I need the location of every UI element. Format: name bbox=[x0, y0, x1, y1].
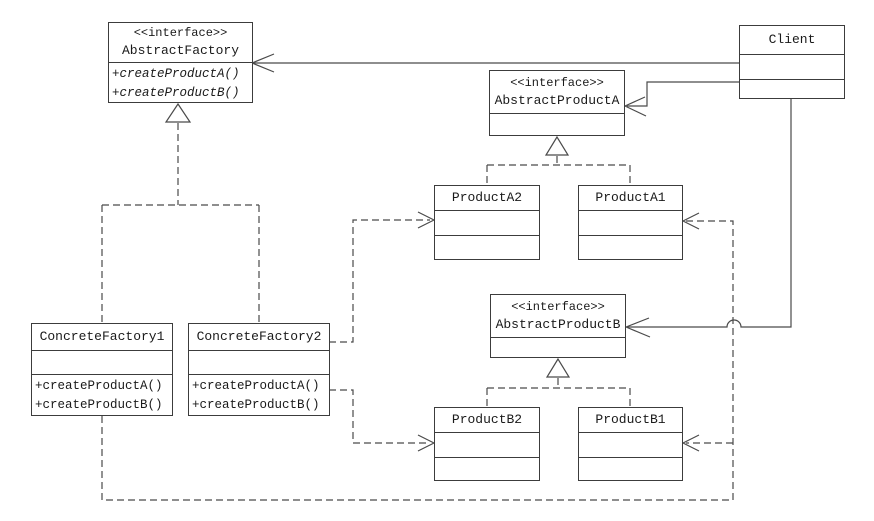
class-box-abstract-factory: <<interface>> AbstractFactory +createPro… bbox=[108, 22, 253, 103]
open-arrowhead-icon bbox=[682, 212, 700, 230]
compartment-methods: +createProductA() +createProductB() bbox=[32, 374, 172, 415]
class-box-product-a2: ProductA2 bbox=[434, 185, 540, 260]
compartment-title: ProductA2 bbox=[435, 186, 539, 210]
stereotype-label: <<interface>> bbox=[133, 25, 228, 40]
open-arrowhead-icon bbox=[625, 317, 651, 338]
class-name: ConcreteFactory2 bbox=[196, 329, 322, 344]
class-name: ConcreteFactory1 bbox=[39, 329, 165, 344]
compartment-methods: +createProductA() +createProductB() bbox=[109, 61, 252, 102]
class-name: ProductB1 bbox=[595, 412, 666, 427]
method-label: +createProductB() bbox=[192, 398, 320, 412]
class-box-concrete-factory1: ConcreteFactory1 +createProductA() +crea… bbox=[31, 323, 173, 416]
compartment-methods bbox=[740, 79, 844, 98]
association-client-abstract-product-b bbox=[625, 99, 792, 338]
class-name: ProductA2 bbox=[451, 190, 523, 205]
compartment-attributes bbox=[579, 432, 682, 457]
class-name: Client bbox=[768, 32, 816, 47]
class-box-abstract-product-b: <<interface>> AbstractProductB bbox=[490, 294, 626, 358]
association-client-abstract-product-a bbox=[624, 81, 739, 117]
compartment-body bbox=[491, 337, 625, 357]
class-name: AbstractFactory bbox=[121, 42, 240, 58]
compartment-title: ConcreteFactory2 bbox=[189, 324, 329, 350]
class-name: AbstractProductA bbox=[494, 92, 620, 108]
open-arrowhead-icon bbox=[417, 211, 435, 229]
method-label: +createProductA() bbox=[112, 66, 240, 81]
compartment-methods bbox=[435, 457, 539, 480]
association-client-abstract-factory bbox=[251, 53, 739, 73]
dependency-concrete-factory1-products bbox=[101, 212, 734, 501]
realization-products-abstract-product-a bbox=[486, 135, 631, 184]
realization-factories-abstract-factory bbox=[101, 102, 260, 322]
class-box-product-a1: ProductA1 bbox=[578, 185, 683, 260]
compartment-body bbox=[490, 113, 624, 135]
compartment-attributes bbox=[579, 210, 682, 235]
compartment-title: Client bbox=[740, 26, 844, 54]
class-name: ProductA1 bbox=[595, 190, 666, 205]
compartment-methods bbox=[579, 457, 682, 480]
dependency-concrete-factory2-product-b2 bbox=[329, 389, 435, 452]
compartment-title: ConcreteFactory1 bbox=[32, 324, 172, 350]
compartment-methods: +createProductA() +createProductB() bbox=[189, 374, 329, 415]
compartment-attributes bbox=[435, 432, 539, 457]
stereotype-label: <<interface>> bbox=[511, 299, 605, 314]
method-label: +createProductA() bbox=[35, 379, 163, 393]
open-arrowhead-icon bbox=[682, 434, 700, 452]
open-arrowhead-icon bbox=[251, 53, 275, 73]
compartment-attributes bbox=[32, 350, 172, 374]
compartment-title: ProductA1 bbox=[579, 186, 682, 210]
hollow-triangle-icon bbox=[545, 357, 571, 378]
class-name: AbstractProductB bbox=[495, 316, 621, 332]
compartment-methods bbox=[435, 235, 539, 259]
hollow-triangle-icon bbox=[544, 135, 570, 156]
class-box-product-b1: ProductB1 bbox=[578, 407, 683, 481]
class-name: ProductB2 bbox=[451, 412, 523, 427]
compartment-attributes bbox=[740, 54, 844, 79]
class-box-concrete-factory2: ConcreteFactory2 +createProductA() +crea… bbox=[188, 323, 330, 416]
compartment-methods bbox=[579, 235, 682, 259]
open-arrowhead-icon bbox=[624, 96, 647, 117]
hollow-triangle-icon bbox=[164, 102, 192, 123]
method-label: +createProductB() bbox=[35, 398, 163, 412]
compartment-title: <<interface>> AbstractProductB bbox=[491, 295, 625, 337]
method-label: +createProductB() bbox=[112, 85, 240, 100]
class-box-abstract-product-a: <<interface>> AbstractProductA bbox=[489, 70, 625, 136]
compartment-title: <<interface>> AbstractProductA bbox=[490, 71, 624, 113]
dependency-concrete-factory2-product-a2 bbox=[329, 211, 435, 343]
method-label: +createProductA() bbox=[192, 379, 320, 393]
class-box-product-b2: ProductB2 bbox=[434, 407, 540, 481]
open-arrowhead-icon bbox=[417, 434, 435, 452]
compartment-attributes bbox=[435, 210, 539, 235]
class-box-client: Client bbox=[739, 25, 845, 99]
realization-products-abstract-product-b bbox=[486, 357, 631, 406]
compartment-title: ProductB2 bbox=[435, 408, 539, 432]
stereotype-label: <<interface>> bbox=[510, 75, 604, 90]
compartment-attributes bbox=[189, 350, 329, 374]
compartment-title: <<interface>> AbstractFactory bbox=[109, 23, 252, 62]
compartment-title: ProductB1 bbox=[579, 408, 682, 432]
